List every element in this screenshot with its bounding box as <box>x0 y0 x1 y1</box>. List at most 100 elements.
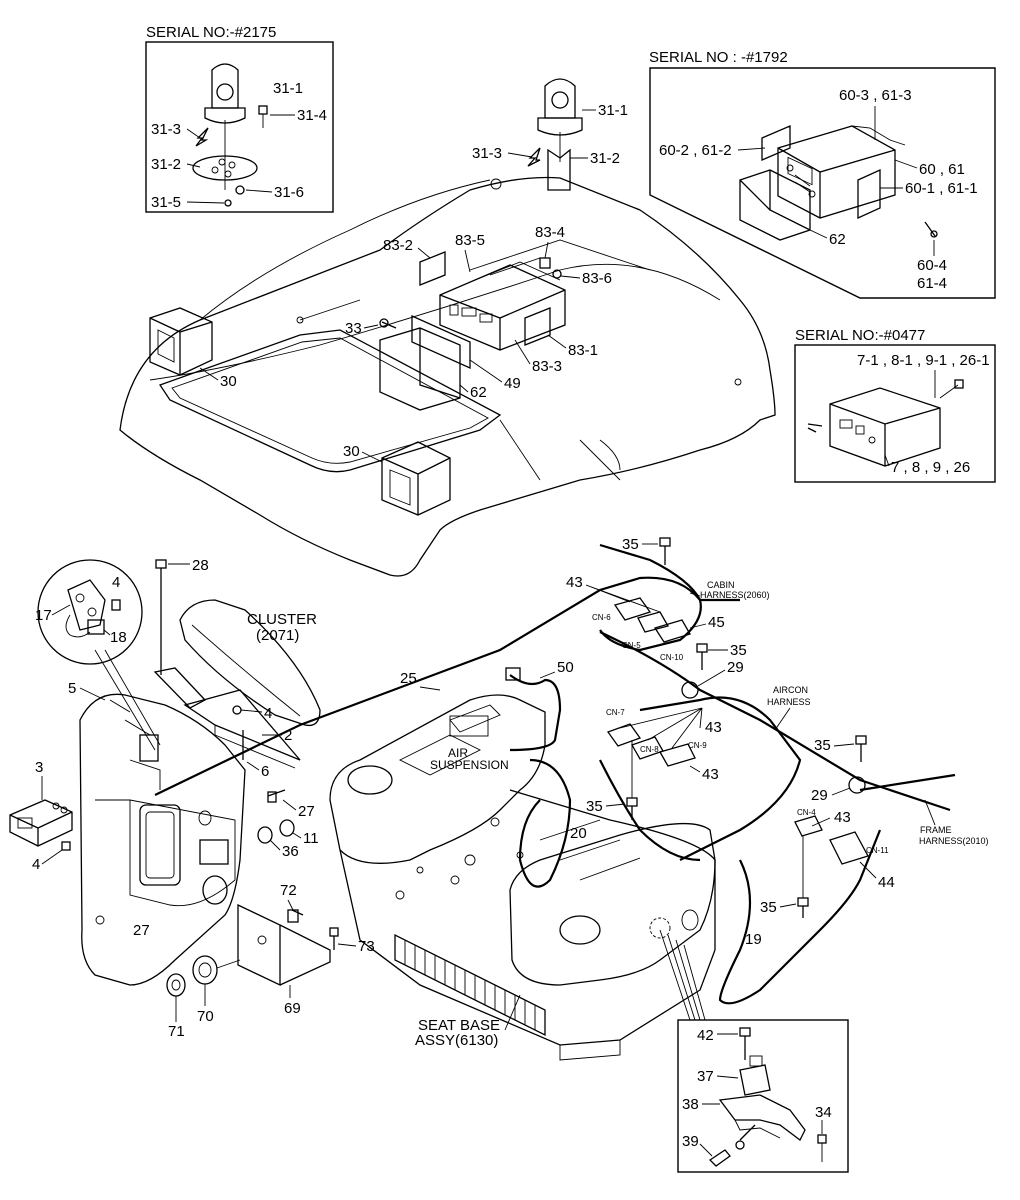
callout-20: 20 <box>570 825 587 842</box>
bolts-35: 35 35 35 35 35 <box>586 536 867 918</box>
callout-34: 34 <box>815 1104 832 1121</box>
callout-30a: 30 <box>220 373 237 390</box>
serial-label-0477: SERIAL NO:-#0477 <box>795 327 925 344</box>
cluster-part-no: (2071) <box>256 627 299 644</box>
cn-7-label: CN-7 <box>606 708 625 717</box>
frame-harness-part-no: HARNESS(2010) <box>919 836 989 846</box>
cn-6-label: CN-6 <box>592 613 611 622</box>
callout-29b: 29 <box>811 787 828 804</box>
callout-83-2: 83-2 <box>383 237 413 254</box>
detail-circle-switch: 4 17 18 <box>35 559 143 665</box>
frame-harness-label: FRAME <box>920 825 952 835</box>
seat-base-part-no: ASSY(6130) <box>415 1032 498 1049</box>
callout-30b: 30 <box>343 443 360 460</box>
callout-37: 37 <box>697 1068 714 1085</box>
bracket-69: 72 73 69 70 71 <box>166 882 375 1040</box>
callout-36: 36 <box>282 843 299 860</box>
cluster-label: CLUSTER <box>247 611 317 628</box>
callout-25: 25 <box>400 670 417 687</box>
seat-base: AIR SUSPENSION SEAT BASE ASSY(6130) <box>329 694 716 1061</box>
callout-44: 44 <box>878 874 895 891</box>
cluster-bracket: 28 4 2 6 <box>153 557 301 780</box>
callout-33: 33 <box>345 320 362 337</box>
callout-72: 72 <box>280 882 297 899</box>
callout-31-6: 31-6 <box>274 184 304 201</box>
callout-31-3b: 31-3 <box>472 145 502 162</box>
callout-31-2b: 31-2 <box>590 150 620 167</box>
bracket-3: 3 4 <box>9 759 73 873</box>
callout-60-2: 60-2 , 61-2 <box>659 142 732 159</box>
callout-43b: 43 <box>705 719 722 736</box>
callout-83-5: 83-5 <box>455 232 485 249</box>
callout-39: 39 <box>682 1133 699 1150</box>
callout-29a: 29 <box>727 659 744 676</box>
callout-49: 49 <box>504 375 521 392</box>
roof-beacon: 31-1 31-3 31-2 <box>472 78 628 191</box>
callout-31-5: 31-5 <box>151 194 181 211</box>
serial-label-2175: SERIAL NO:-#2175 <box>146 24 276 41</box>
left-console: 5 27 <box>68 649 246 986</box>
callout-31-4: 31-4 <box>297 107 327 124</box>
callout-70: 70 <box>197 1008 214 1025</box>
callout-60-61: 60 , 61 <box>919 161 965 178</box>
callout-35d: 35 <box>814 737 831 754</box>
callout-18: 18 <box>110 629 127 646</box>
small-parts: 27 11 36 <box>257 789 319 860</box>
callout-31-1a: 31-1 <box>273 80 303 97</box>
callout-28: 28 <box>192 557 209 574</box>
work-light-right: 30 <box>343 441 451 516</box>
seat-base-label: SEAT BASE <box>418 1017 500 1034</box>
callout-60-1: 60-1 , 61-1 <box>905 180 978 197</box>
callout-60-3: 60-3 , 61-3 <box>839 87 912 104</box>
callout-83-3: 83-3 <box>532 358 562 375</box>
cn-4-label: CN-4 <box>797 808 816 817</box>
callout-35c: 35 <box>586 798 603 815</box>
callout-3: 3 <box>35 759 43 776</box>
detail-box-seat-switch: 42 37 38 39 34 <box>649 917 849 1173</box>
callout-83-6: 83-6 <box>582 270 612 287</box>
cn-10-label: CN-10 <box>660 653 684 662</box>
callout-11: 11 <box>303 830 319 847</box>
callout-6: 6 <box>261 763 269 780</box>
connector-brackets: CN-6 CN-5 CN-10 43 45 CN-7 CN-8 CN-9 43 … <box>566 574 895 891</box>
callout-5: 5 <box>68 680 76 697</box>
callout-19: 19 <box>745 931 762 948</box>
callout-35e: 35 <box>760 899 777 916</box>
inset-beacon-2175: SERIAL NO:-#2175 31-1 31-4 31-3 31-2 31-… <box>145 24 334 213</box>
callout-83-4: 83-4 <box>535 224 565 241</box>
callout-2: 2 <box>284 727 292 744</box>
cn-8-label: CN-8 <box>640 745 659 754</box>
callout-62a: 62 <box>829 231 846 248</box>
cn-9-label: CN-9 <box>688 741 707 750</box>
callout-71: 71 <box>168 1023 185 1040</box>
work-light-left: 30 <box>149 307 237 390</box>
cn-5-label: CN-5 <box>622 641 641 650</box>
aircon-harness-label-2: HARNESS <box>767 697 811 707</box>
cabin-harness-label: CABIN <box>707 580 735 590</box>
callout-4a: 4 <box>112 574 120 591</box>
harnesses: 25 50 20 19 29 29 CABIN HARNESS(2060) <box>154 543 989 1005</box>
callout-17: 17 <box>35 607 52 624</box>
callout-62b: 62 <box>470 384 487 401</box>
callout-31-2a: 31-2 <box>151 156 181 173</box>
callout-50: 50 <box>557 659 574 676</box>
callout-35b: 35 <box>730 642 747 659</box>
callout-61-4: 61-4 <box>917 275 947 292</box>
air-suspension-label: AIR <box>448 746 468 760</box>
aircon-harness-label: AIRCON <box>773 685 808 695</box>
callout-43c: 43 <box>702 766 719 783</box>
callout-45: 45 <box>708 614 725 631</box>
cabin-harness-part-no: HARNESS(2060) <box>700 590 770 600</box>
callout-27b: 27 <box>133 922 150 939</box>
callout-38: 38 <box>682 1096 699 1113</box>
callout-43a: 43 <box>566 574 583 591</box>
callout-7-8: 7 , 8 , 9 , 26 <box>891 459 970 476</box>
callout-42: 42 <box>697 1027 714 1044</box>
inset-radio-1792: SERIAL NO : -#1792 60-3 , 61-3 60-2 , 61… <box>649 49 996 299</box>
callout-31-1b: 31-1 <box>598 102 628 119</box>
callout-7-1: 7-1 , 8-1 , 9-1 , 26-1 <box>857 352 990 369</box>
cab-roof <box>119 176 776 577</box>
air-suspension-label-2: SUSPENSION <box>430 758 509 772</box>
callout-35a: 35 <box>622 536 639 553</box>
